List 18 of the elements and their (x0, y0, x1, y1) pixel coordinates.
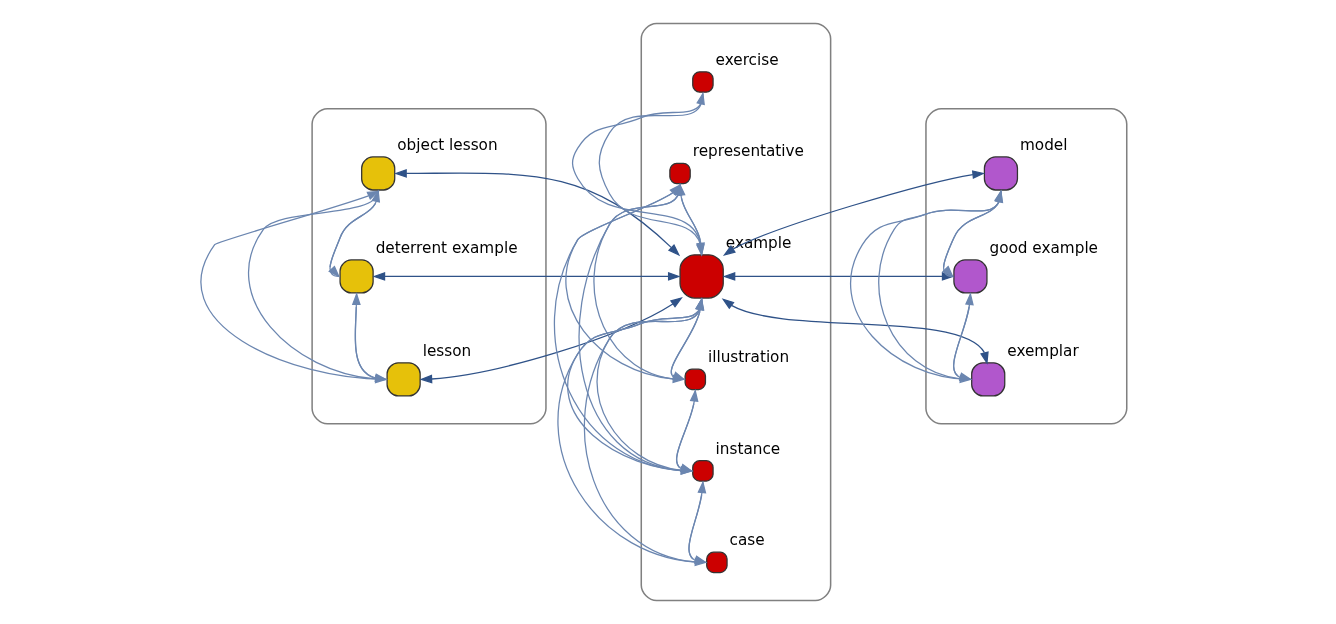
arrow (722, 170, 985, 256)
node-label: instance (715, 439, 780, 458)
node-label: model (1019, 136, 1067, 155)
node-label: representative (692, 142, 804, 161)
node-label: good example (988, 239, 1098, 258)
arrow (371, 271, 681, 281)
cluster (310, 107, 547, 425)
cluster (640, 22, 831, 602)
node-label: deterrent example (375, 239, 518, 258)
node-label: illustration (707, 348, 789, 367)
arrow (721, 298, 989, 365)
node-label: exercise (715, 50, 779, 69)
arrow (199, 190, 386, 380)
cluster (924, 107, 1127, 425)
node-label: lesson (422, 341, 471, 360)
node-label: exemplar (1006, 341, 1079, 360)
node-label: case (729, 531, 765, 550)
node-label: object lesson (396, 136, 498, 155)
